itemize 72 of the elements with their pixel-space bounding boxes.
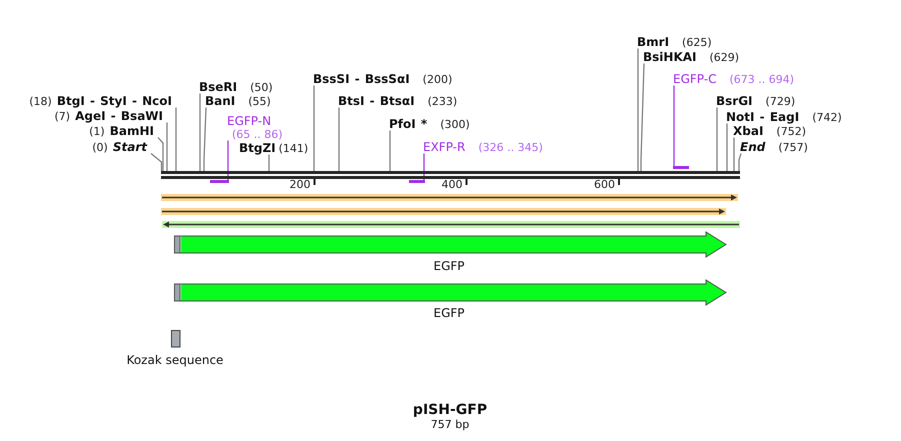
- position-number: (742): [812, 110, 842, 124]
- primer-range: (326 .. 345): [478, 140, 543, 154]
- position-number: (50): [250, 80, 273, 94]
- leader-line: [150, 153, 162, 171]
- position-number: (1): [89, 124, 105, 138]
- primer-range: (65 .. 86): [232, 128, 283, 140]
- sequence-end-label: End: [740, 140, 766, 154]
- primer-label: EGFP-C: [673, 72, 716, 86]
- primer-binding-bar: [210, 180, 229, 182]
- enzyme-label: BtgZI: [239, 142, 276, 154]
- enzyme-label: NotI - EagI: [726, 110, 800, 124]
- leader-line: [166, 122, 168, 171]
- position-number: (233): [428, 94, 458, 108]
- primer-binding-bar: [409, 180, 425, 182]
- enzyme-label: BseRI: [199, 80, 238, 94]
- enzyme-label: BtsI - BtsαI: [338, 94, 415, 108]
- feature-label: Kozak sequence: [126, 353, 224, 367]
- position-number: (629): [710, 50, 740, 64]
- leader-line: [338, 108, 340, 171]
- leader-line: [389, 130, 391, 171]
- leader-line: [175, 108, 177, 171]
- position-number: (18): [29, 94, 52, 108]
- leader-line: [673, 86, 675, 166]
- position-number: (729): [766, 94, 796, 108]
- position-number: (0): [92, 140, 108, 154]
- feature-label: EGFP: [433, 306, 465, 320]
- position-number: (200): [422, 72, 452, 86]
- enzyme-label: BsiHKAI: [643, 50, 696, 64]
- map-title: pISH-GFP: [412, 402, 488, 418]
- position-number: (7): [54, 110, 70, 122]
- primer-label: EGFP-N: [227, 114, 272, 128]
- position-number: (300): [440, 118, 470, 130]
- leader-line: [716, 108, 718, 171]
- enzyme-label: BmrI: [637, 36, 670, 48]
- position-number: (55): [248, 94, 271, 108]
- tick-label: 400: [442, 178, 462, 190]
- leader-line: [158, 137, 164, 171]
- enzyme-label: BamHI: [110, 124, 154, 138]
- tick-label: 200: [290, 178, 310, 190]
- enzyme-label: PfoI *: [389, 118, 428, 130]
- position-number: (141): [278, 142, 308, 154]
- feature-track: [161, 193, 738, 202]
- primer-label: EXFP-R: [423, 140, 466, 154]
- position-number: (757): [778, 140, 808, 154]
- enzyme-label: BsrGI: [716, 94, 753, 108]
- leader-line: [423, 154, 425, 180]
- tick-label: 600: [594, 178, 615, 190]
- feature-track: [162, 220, 740, 228]
- leader-line: [313, 86, 315, 171]
- feature-track: [161, 206, 726, 216]
- sequence-length: 757 bp: [430, 418, 470, 432]
- position-number: (625): [682, 36, 712, 48]
- primer-binding-bar: [673, 166, 689, 168]
- enzyme-label: XbaI: [733, 124, 764, 138]
- enzyme-label: BssSI - BssSαI: [313, 72, 410, 86]
- leader-line: [203, 107, 207, 171]
- sequence-end-label: Start: [112, 140, 147, 154]
- leader-line: [738, 153, 742, 171]
- leader-line: [227, 140, 229, 180]
- leader-line: [726, 124, 728, 171]
- leader-line: [199, 94, 201, 171]
- leader-line: [640, 63, 645, 171]
- leader-line: [733, 138, 735, 171]
- feature-label: EGFP: [433, 258, 465, 272]
- leader-line: [268, 154, 270, 171]
- primer-range: (673 .. 694): [729, 72, 794, 86]
- enzyme-label: BanI: [205, 94, 236, 108]
- enzyme-label: BtgI - StyI - NcoI: [56, 94, 172, 108]
- enzyme-label: AgeI - BsaWI: [75, 110, 163, 122]
- sequence-backbone: [161, 171, 740, 179]
- position-number: (752): [776, 124, 806, 138]
- leader-line: [637, 48, 639, 171]
